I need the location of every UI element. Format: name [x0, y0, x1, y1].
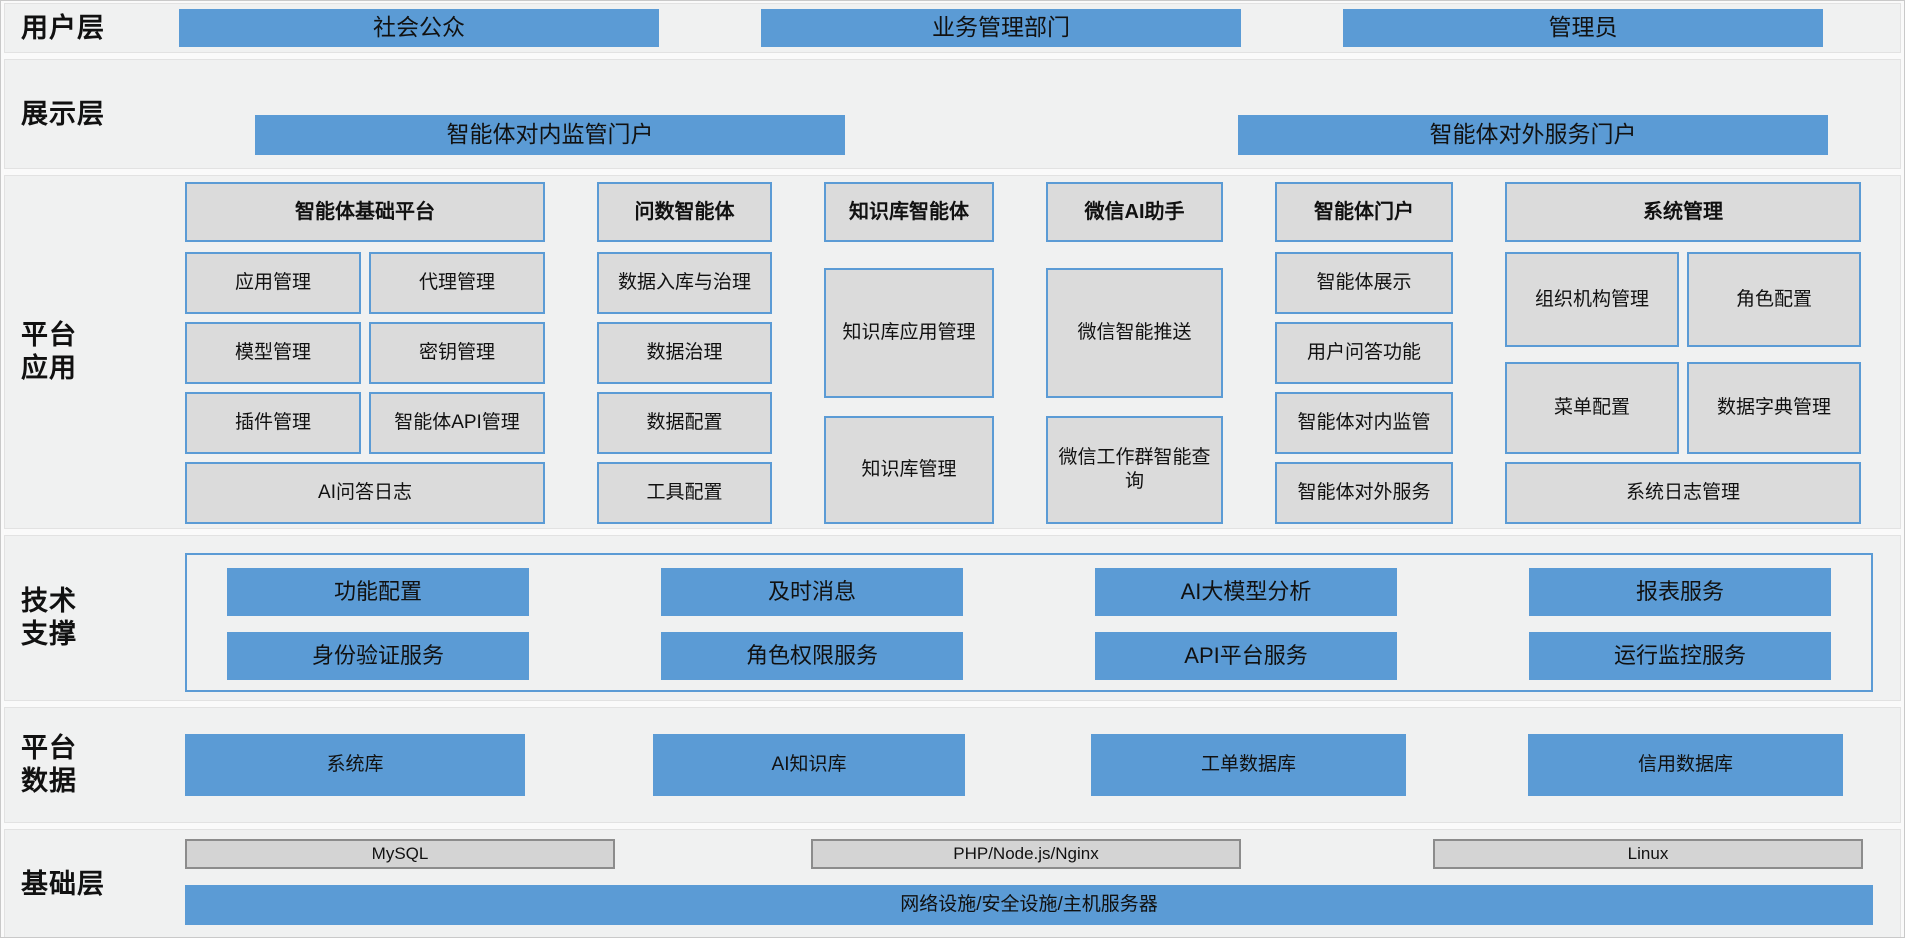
user-item-admin: 管理员 — [1343, 9, 1823, 47]
cell-role-config: 角色配置 — [1687, 252, 1861, 347]
layer-platform-app-content: 智能体基础平台 应用管理 代理管理 模型管理 密钥管理 插件管理 智能体API管… — [145, 176, 1900, 528]
column-cells-stack: 数据入库与治理 数据治理 数据配置 工具配置 — [597, 252, 772, 524]
layer-base-label-col: 基础层 — [5, 830, 145, 937]
cell-data-ingest-governance: 数据入库与治理 — [597, 252, 772, 314]
cell-agent-api-management: 智能体API管理 — [369, 392, 545, 454]
column-data-query-agent: 问数智能体 数据入库与治理 数据治理 数据配置 工具配置 — [597, 182, 772, 524]
tech-function-config: 功能配置 — [227, 568, 529, 616]
tech-runtime-monitoring: 运行监控服务 — [1529, 632, 1831, 680]
column-wechat-ai-assistant: 微信AI助手 微信智能推送 微信工作群智能查询 — [1046, 182, 1223, 524]
cell-wechat-smart-push: 微信智能推送 — [1046, 268, 1223, 398]
cell-key-management: 密钥管理 — [369, 322, 545, 384]
base-php-nodejs-nginx: PHP/Node.js/Nginx — [811, 839, 1241, 869]
layer-platform-data: 平台 数据 系统库 AI知识库 工单数据库 信用数据库 — [4, 707, 1901, 823]
cell-kb-app-management: 知识库应用管理 — [824, 268, 994, 398]
layer-display-content: 智能体对内监管门户 智能体对外服务门户 — [145, 60, 1900, 168]
layer-platform-data-label-col: 平台 数据 — [5, 708, 145, 822]
layer-base-label: 基础层 — [21, 868, 105, 899]
db-system: 系统库 — [185, 734, 525, 796]
base-infrastructure: 网络设施/安全设施/主机服务器 — [185, 885, 1873, 925]
layer-tech-support-content: 功能配置 及时消息 AI大模型分析 报表服务 身份验证服务 角色权限服务 API… — [145, 536, 1900, 700]
cell-agent-management: 代理管理 — [369, 252, 545, 314]
cell-plugin-management: 插件管理 — [185, 392, 361, 454]
column-header: 问数智能体 — [597, 182, 772, 242]
cell-data-config: 数据配置 — [597, 392, 772, 454]
cell-data-governance: 数据治理 — [597, 322, 772, 384]
column-header: 智能体基础平台 — [185, 182, 545, 242]
layer-user: 用户层 社会公众 业务管理部门 管理员 — [4, 3, 1901, 53]
column-knowledge-base-agent: 知识库智能体 知识库应用管理 知识库管理 — [824, 182, 994, 524]
layer-platform-app-label: 平台 应用 — [21, 320, 77, 383]
system-row-2: 菜单配置 数据字典管理 — [1505, 362, 1861, 454]
tech-instant-message: 及时消息 — [661, 568, 963, 616]
cell-agent-display: 智能体展示 — [1275, 252, 1453, 314]
cell-ai-qa-log: AI问答日志 — [185, 462, 545, 524]
layer-platform-data-label: 平台 数据 — [21, 733, 77, 796]
column-header: 系统管理 — [1505, 182, 1861, 242]
column-header: 知识库智能体 — [824, 182, 994, 242]
tech-ai-llm-analysis: AI大模型分析 — [1095, 568, 1397, 616]
cell-model-management: 模型管理 — [185, 322, 361, 384]
cell-org-management: 组织机构管理 — [1505, 252, 1679, 347]
column-agent-portal: 智能体门户 智能体展示 用户问答功能 智能体对内监管 智能体对外服务 — [1275, 182, 1453, 524]
layer-platform-app: 平台 应用 智能体基础平台 应用管理 代理管理 模型管理 密钥管理 插件管理 智… — [4, 175, 1901, 529]
layer-tech-support: 技术 支撑 功能配置 及时消息 AI大模型分析 报表服务 身份验证服务 角色权限… — [4, 535, 1901, 701]
cell-wechat-group-smart-query: 微信工作群智能查询 — [1046, 416, 1223, 524]
tech-report-service: 报表服务 — [1529, 568, 1831, 616]
cell-agent-external-service: 智能体对外服务 — [1275, 462, 1453, 524]
layer-tech-support-label-col: 技术 支撑 — [5, 536, 145, 700]
tech-support-container: 功能配置 及时消息 AI大模型分析 报表服务 身份验证服务 角色权限服务 API… — [185, 553, 1873, 692]
cell-system-log-management: 系统日志管理 — [1505, 462, 1861, 524]
cell-menu-config: 菜单配置 — [1505, 362, 1679, 454]
tech-api-platform: API平台服务 — [1095, 632, 1397, 680]
layer-user-label-col: 用户层 — [5, 4, 145, 52]
layer-base: 基础层 MySQL PHP/Node.js/Nginx Linux 网络设施/安… — [4, 829, 1901, 937]
base-linux: Linux — [1433, 839, 1863, 869]
cell-user-qa-function: 用户问答功能 — [1275, 322, 1453, 384]
portal-external-service: 智能体对外服务门户 — [1238, 115, 1828, 155]
db-work-order: 工单数据库 — [1091, 734, 1406, 796]
layer-user-label: 用户层 — [21, 12, 105, 43]
column-cells-grid: 应用管理 代理管理 模型管理 密钥管理 插件管理 智能体API管理 AI问答日志 — [185, 252, 545, 524]
portal-internal-supervision: 智能体对内监管门户 — [255, 115, 845, 155]
cell-app-management: 应用管理 — [185, 252, 361, 314]
layer-tech-support-label: 技术 支撑 — [21, 586, 77, 649]
tech-row-2: 身份验证服务 角色权限服务 API平台服务 运行监控服务 — [227, 632, 1831, 680]
system-row-1: 组织机构管理 角色配置 — [1505, 252, 1861, 347]
cell-data-dictionary-management: 数据字典管理 — [1687, 362, 1861, 454]
column-agent-base-platform: 智能体基础平台 应用管理 代理管理 模型管理 密钥管理 插件管理 智能体API管… — [185, 182, 545, 524]
column-header: 微信AI助手 — [1046, 182, 1223, 242]
layer-user-content: 社会公众 业务管理部门 管理员 — [145, 4, 1900, 52]
user-item-public: 社会公众 — [179, 9, 659, 47]
tech-identity-verification: 身份验证服务 — [227, 632, 529, 680]
layer-platform-app-label-col: 平台 应用 — [5, 176, 145, 528]
tech-row-1: 功能配置 及时消息 AI大模型分析 报表服务 — [227, 568, 1831, 616]
cell-agent-internal-supervision: 智能体对内监管 — [1275, 392, 1453, 454]
layer-display-label: 展示层 — [21, 98, 105, 129]
base-gray-row: MySQL PHP/Node.js/Nginx Linux — [185, 839, 1900, 869]
layer-display-label-col: 展示层 — [5, 60, 145, 168]
db-ai-knowledge: AI知识库 — [653, 734, 965, 796]
layer-base-content: MySQL PHP/Node.js/Nginx Linux 网络设施/安全设施/… — [145, 830, 1900, 937]
column-header: 智能体门户 — [1275, 182, 1453, 242]
cell-tool-config: 工具配置 — [597, 462, 772, 524]
column-cells-stack: 智能体展示 用户问答功能 智能体对内监管 智能体对外服务 — [1275, 252, 1453, 524]
base-mysql: MySQL — [185, 839, 615, 869]
user-item-business-dept: 业务管理部门 — [761, 9, 1241, 47]
layer-display: 展示层 智能体对内监管门户 智能体对外服务门户 — [4, 59, 1901, 169]
tech-role-permission: 角色权限服务 — [661, 632, 963, 680]
db-credit: 信用数据库 — [1528, 734, 1843, 796]
cell-kb-management: 知识库管理 — [824, 416, 994, 524]
column-system-management: 系统管理 组织机构管理 角色配置 菜单配置 数据字典管理 系统日志管理 — [1505, 182, 1861, 524]
layer-platform-data-content: 系统库 AI知识库 工单数据库 信用数据库 — [145, 708, 1900, 822]
